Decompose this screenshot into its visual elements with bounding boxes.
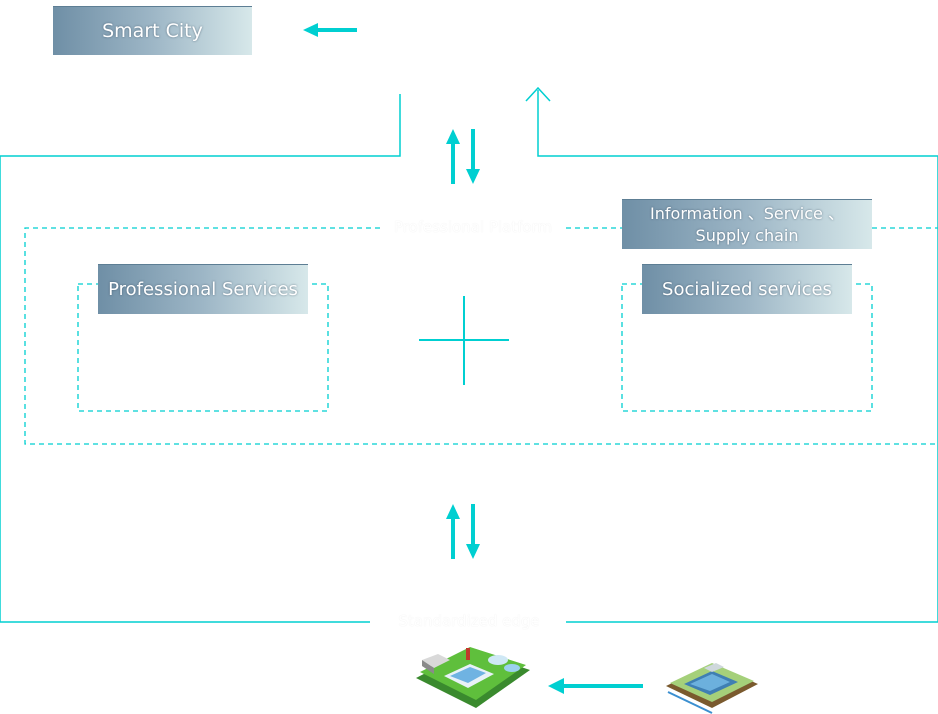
standardized-edge-label: Standardized edge (398, 612, 540, 630)
professional-services-label: Professional Services (108, 279, 298, 300)
arrow-left-icon (548, 678, 643, 694)
up-chevron-icon (525, 86, 551, 102)
plus-icon (419, 296, 509, 385)
socialized-services-label: Socialized services (662, 279, 832, 300)
outer-frame (0, 94, 401, 623)
smart-city-box: Smart City (53, 6, 252, 55)
facility-icon (416, 647, 530, 708)
info-service-supply-label: Information 、Service 、 Supply chain (650, 203, 844, 245)
plant-icon (666, 663, 758, 714)
exchange-arrows-icon (446, 129, 480, 184)
professional-services-box: Professional Services (98, 264, 308, 314)
professional-platform-label: Professional Platform (393, 218, 553, 236)
exchange-arrows-icon (446, 504, 480, 559)
info-service-supply-box: Information 、Service 、 Supply chain (622, 199, 872, 249)
socialized-services-box: Socialized services (642, 264, 852, 314)
outer-frame-right (537, 90, 938, 623)
smart-city-label: Smart City (102, 20, 203, 42)
platform-frame (24, 227, 938, 445)
arrow-left-icon (303, 23, 357, 37)
